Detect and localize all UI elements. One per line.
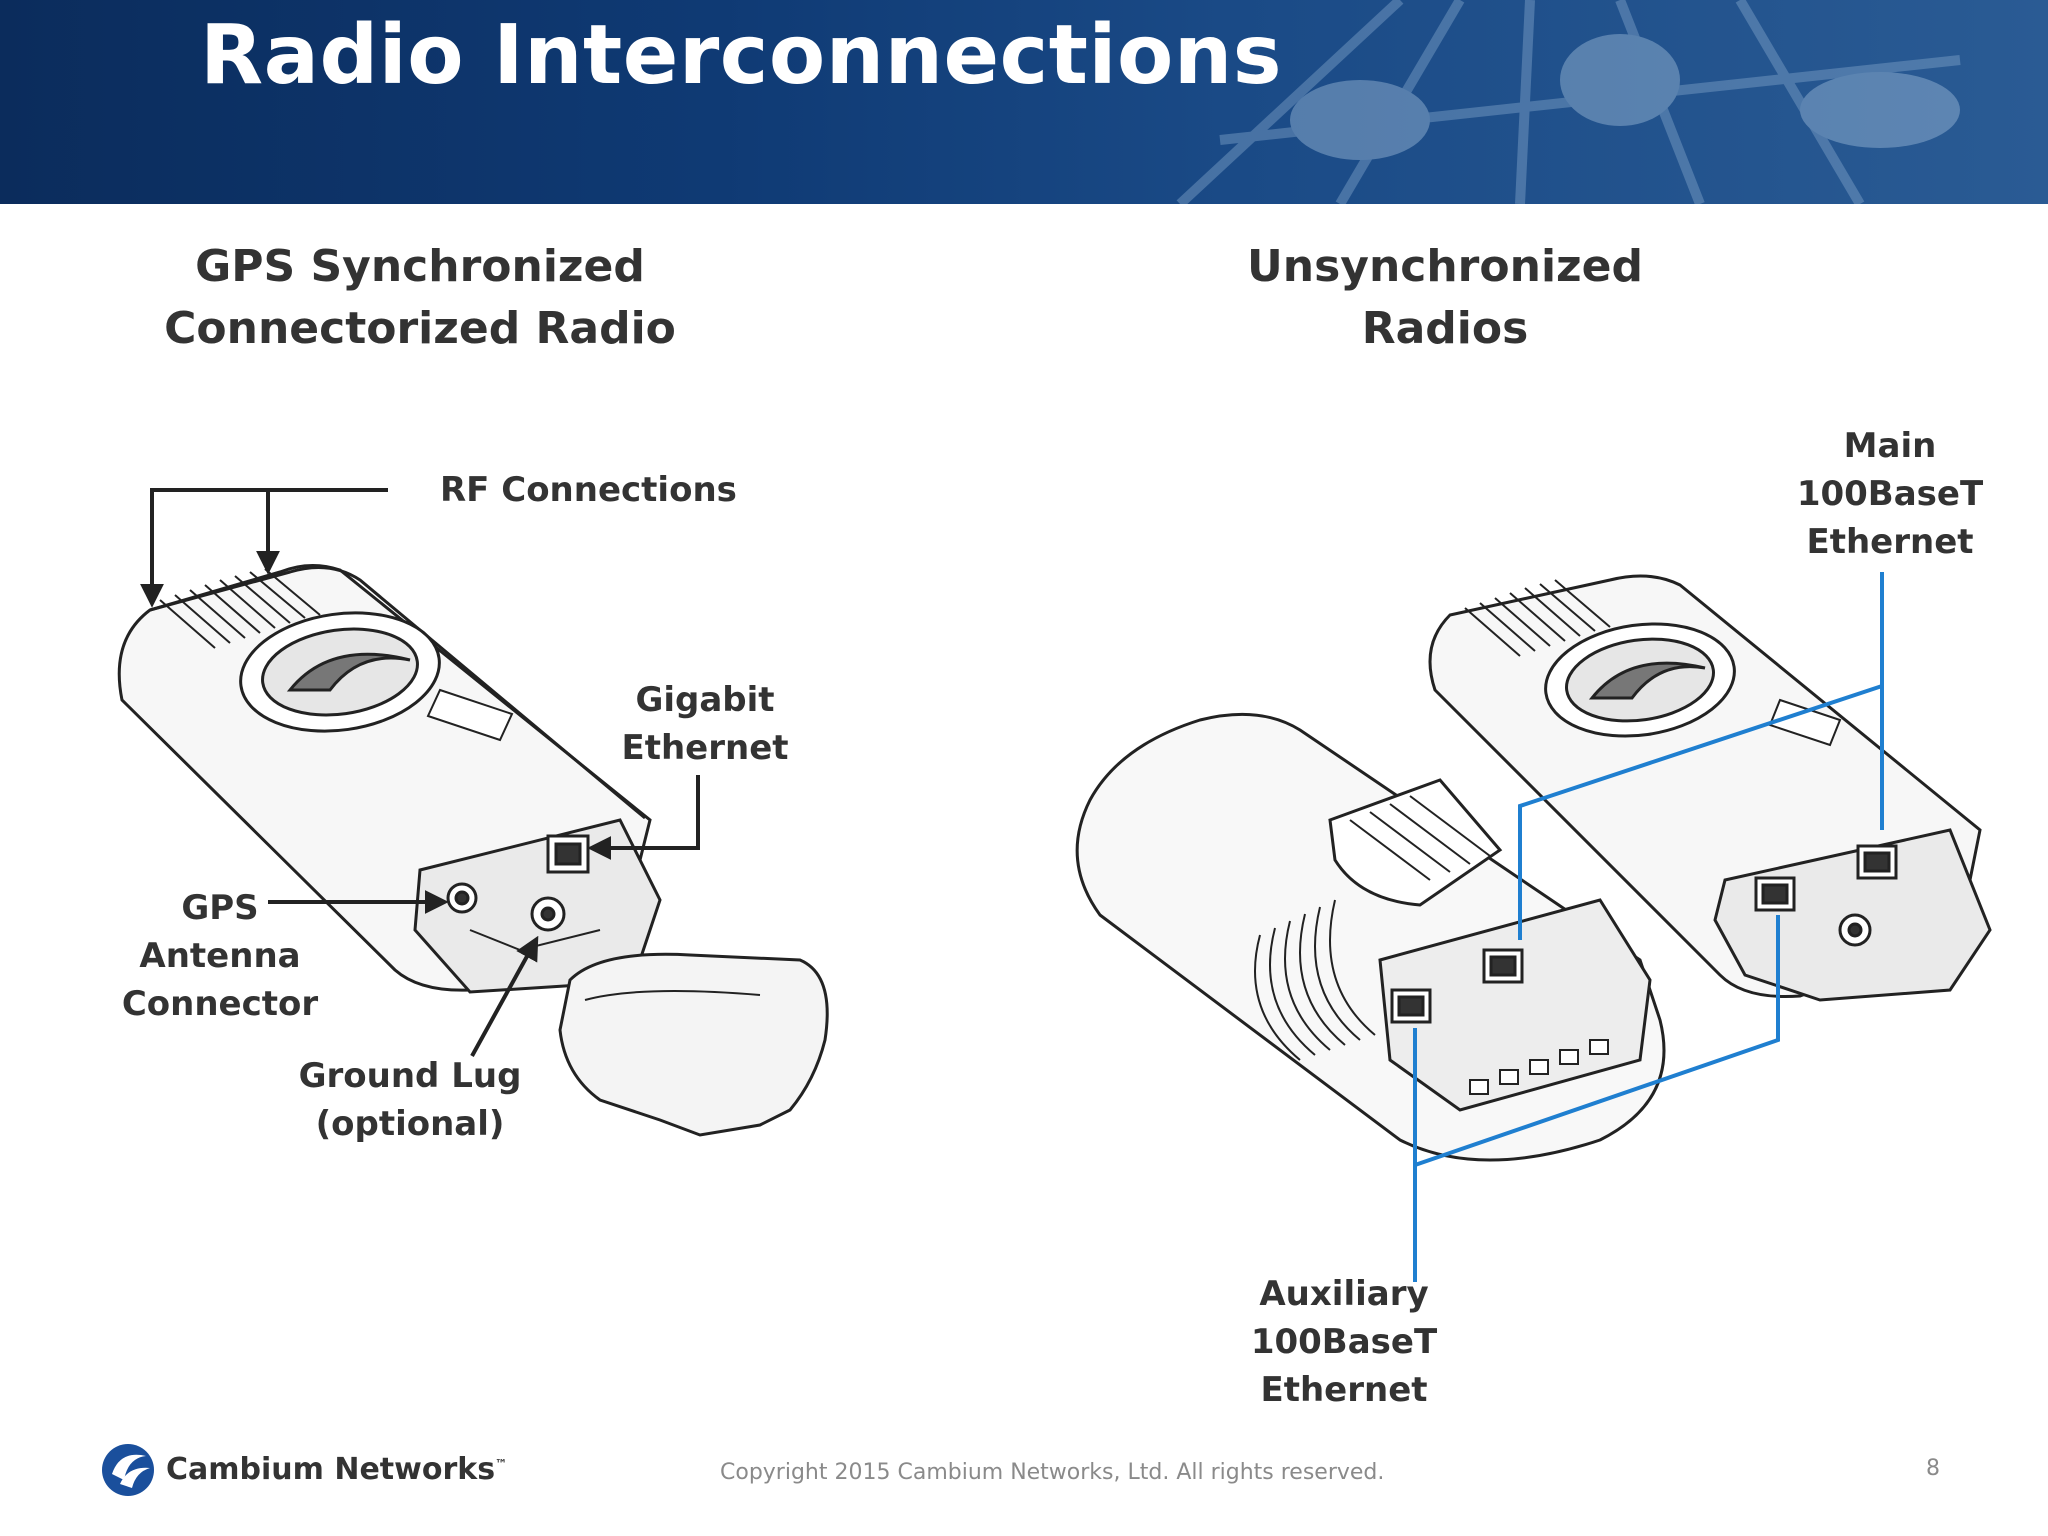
page-number: 8 <box>1926 1456 1940 1481</box>
main-ethernet-line-1: Main <box>1843 426 1937 466</box>
right-heading-line-1: Unsynchronized <box>1247 241 1643 292</box>
connectorized-radio-unsync-drawing <box>1428 574 1992 1002</box>
connectorized-radio-drawing <box>117 564 829 1137</box>
header-banner: Radio Interconnections <box>0 0 2048 204</box>
aux-ethernet-line-2: 100BaseT <box>1250 1322 1438 1362</box>
auxiliary-ethernet-label: Auxiliary 100BaseT Ethernet <box>1244 1270 1444 1414</box>
ground-lug-label: Ground Lug (optional) <box>290 1052 530 1148</box>
cambium-swirl-icon <box>102 1444 154 1496</box>
gps-label-line-2: Antenna <box>139 936 301 976</box>
left-callout-lines <box>140 488 700 1057</box>
main-ethernet-line-2: 100BaseT <box>1796 474 1984 514</box>
aux-ethernet-line-1: Auxiliary <box>1259 1274 1429 1314</box>
gps-label-line-3: Connector <box>121 984 319 1024</box>
aux-ethernet-line-3: Ethernet <box>1260 1370 1428 1410</box>
right-callout-lines <box>1413 572 1884 1282</box>
integrated-antenna-radio-drawing <box>1075 712 1666 1162</box>
gigabit-ethernet-line-1: Gigabit <box>635 680 775 720</box>
gps-label-line-1: GPS <box>181 888 259 928</box>
left-heading-line-1: GPS Synchronized <box>195 241 645 292</box>
main-ethernet-line-3: Ethernet <box>1806 522 1974 562</box>
left-heading-line-2: Connectorized Radio <box>164 303 676 354</box>
ground-lug-line-2: (optional) <box>315 1104 505 1144</box>
right-heading-line-2: Radios <box>1361 303 1529 354</box>
main-ethernet-label: Main 100BaseT Ethernet <box>1790 422 1990 566</box>
copyright-text: Copyright 2015 Cambium Networks, Ltd. Al… <box>720 1460 1385 1485</box>
gigabit-ethernet-label: Gigabit Ethernet <box>600 676 810 772</box>
tower-photo-background <box>1176 0 1961 204</box>
ground-lug-line-1: Ground Lug <box>298 1056 522 1096</box>
left-section-heading: GPS Synchronized Connectorized Radio <box>140 236 700 360</box>
rf-connections-label: RF Connections <box>440 470 737 510</box>
cambium-logo: Cambium Networks™ <box>98 1440 507 1500</box>
gigabit-ethernet-line-2: Ethernet <box>621 728 789 768</box>
page-title: Radio Interconnections <box>200 8 1283 103</box>
right-section-heading: Unsynchronized Radios <box>1200 236 1690 360</box>
cambium-logo-text: Cambium Networks™ <box>166 1452 508 1487</box>
gps-antenna-connector-label: GPS Antenna Connector <box>120 884 320 1028</box>
